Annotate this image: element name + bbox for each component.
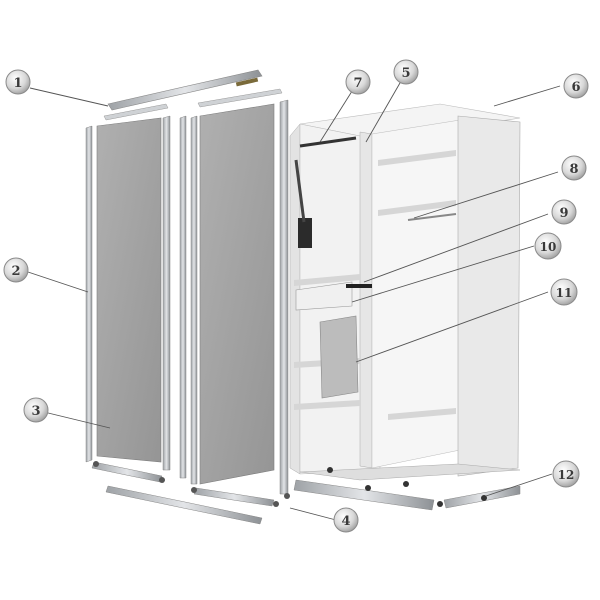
- leader-4: [289, 507, 337, 521]
- leader-8: [413, 171, 559, 219]
- callout-7: 7: [345, 69, 371, 95]
- svg-text:8: 8: [569, 162, 578, 177]
- left-sliding-door: [85, 115, 171, 483]
- callout-5: 5: [393, 59, 419, 85]
- callout-2: 2: [3, 257, 29, 283]
- leader-10: [351, 245, 535, 303]
- leader-1: [29, 87, 109, 107]
- leader-lines: [27, 75, 561, 521]
- svg-text:3: 3: [31, 404, 40, 419]
- right-sliding-door: [190, 99, 289, 507]
- leader-12: [485, 473, 553, 497]
- svg-text:1: 1: [13, 76, 22, 91]
- svg-text:2: 2: [11, 264, 20, 279]
- callout-8: 8: [561, 155, 587, 181]
- callout-10: 10: [534, 232, 562, 260]
- leader-11: [355, 291, 549, 363]
- callout-12: 12: [552, 460, 580, 488]
- callout-3: 3: [23, 397, 49, 423]
- svg-text:9: 9: [559, 206, 568, 221]
- svg-text:7: 7: [353, 76, 362, 91]
- svg-text:11: 11: [556, 286, 573, 300]
- svg-text:5: 5: [401, 66, 410, 81]
- leader-3: [43, 411, 111, 429]
- leader-9: [363, 213, 549, 283]
- callout-6: 6: [563, 73, 589, 99]
- callout-1: 1: [5, 69, 31, 95]
- wardrobe-carcass: [289, 103, 521, 511]
- svg-text:10: 10: [540, 240, 557, 254]
- bottom-rail: [105, 485, 263, 525]
- leader-5: [365, 75, 405, 143]
- leader-2: [27, 271, 89, 293]
- door-wheels: [93, 461, 290, 507]
- callout-badges: 1 2 3 4 5 6 7 8 9 10 11 12: [3, 59, 589, 533]
- callout-4: 4: [333, 507, 359, 533]
- svg-text:12: 12: [558, 468, 575, 482]
- top-rail-assembly: [103, 69, 283, 121]
- callout-9: 9: [551, 199, 577, 225]
- callout-11: 11: [550, 278, 578, 306]
- middle-profile: [179, 115, 187, 479]
- leader-6: [493, 85, 561, 107]
- svg-text:6: 6: [571, 80, 580, 95]
- svg-text:4: 4: [341, 514, 350, 529]
- leader-7: [319, 87, 355, 143]
